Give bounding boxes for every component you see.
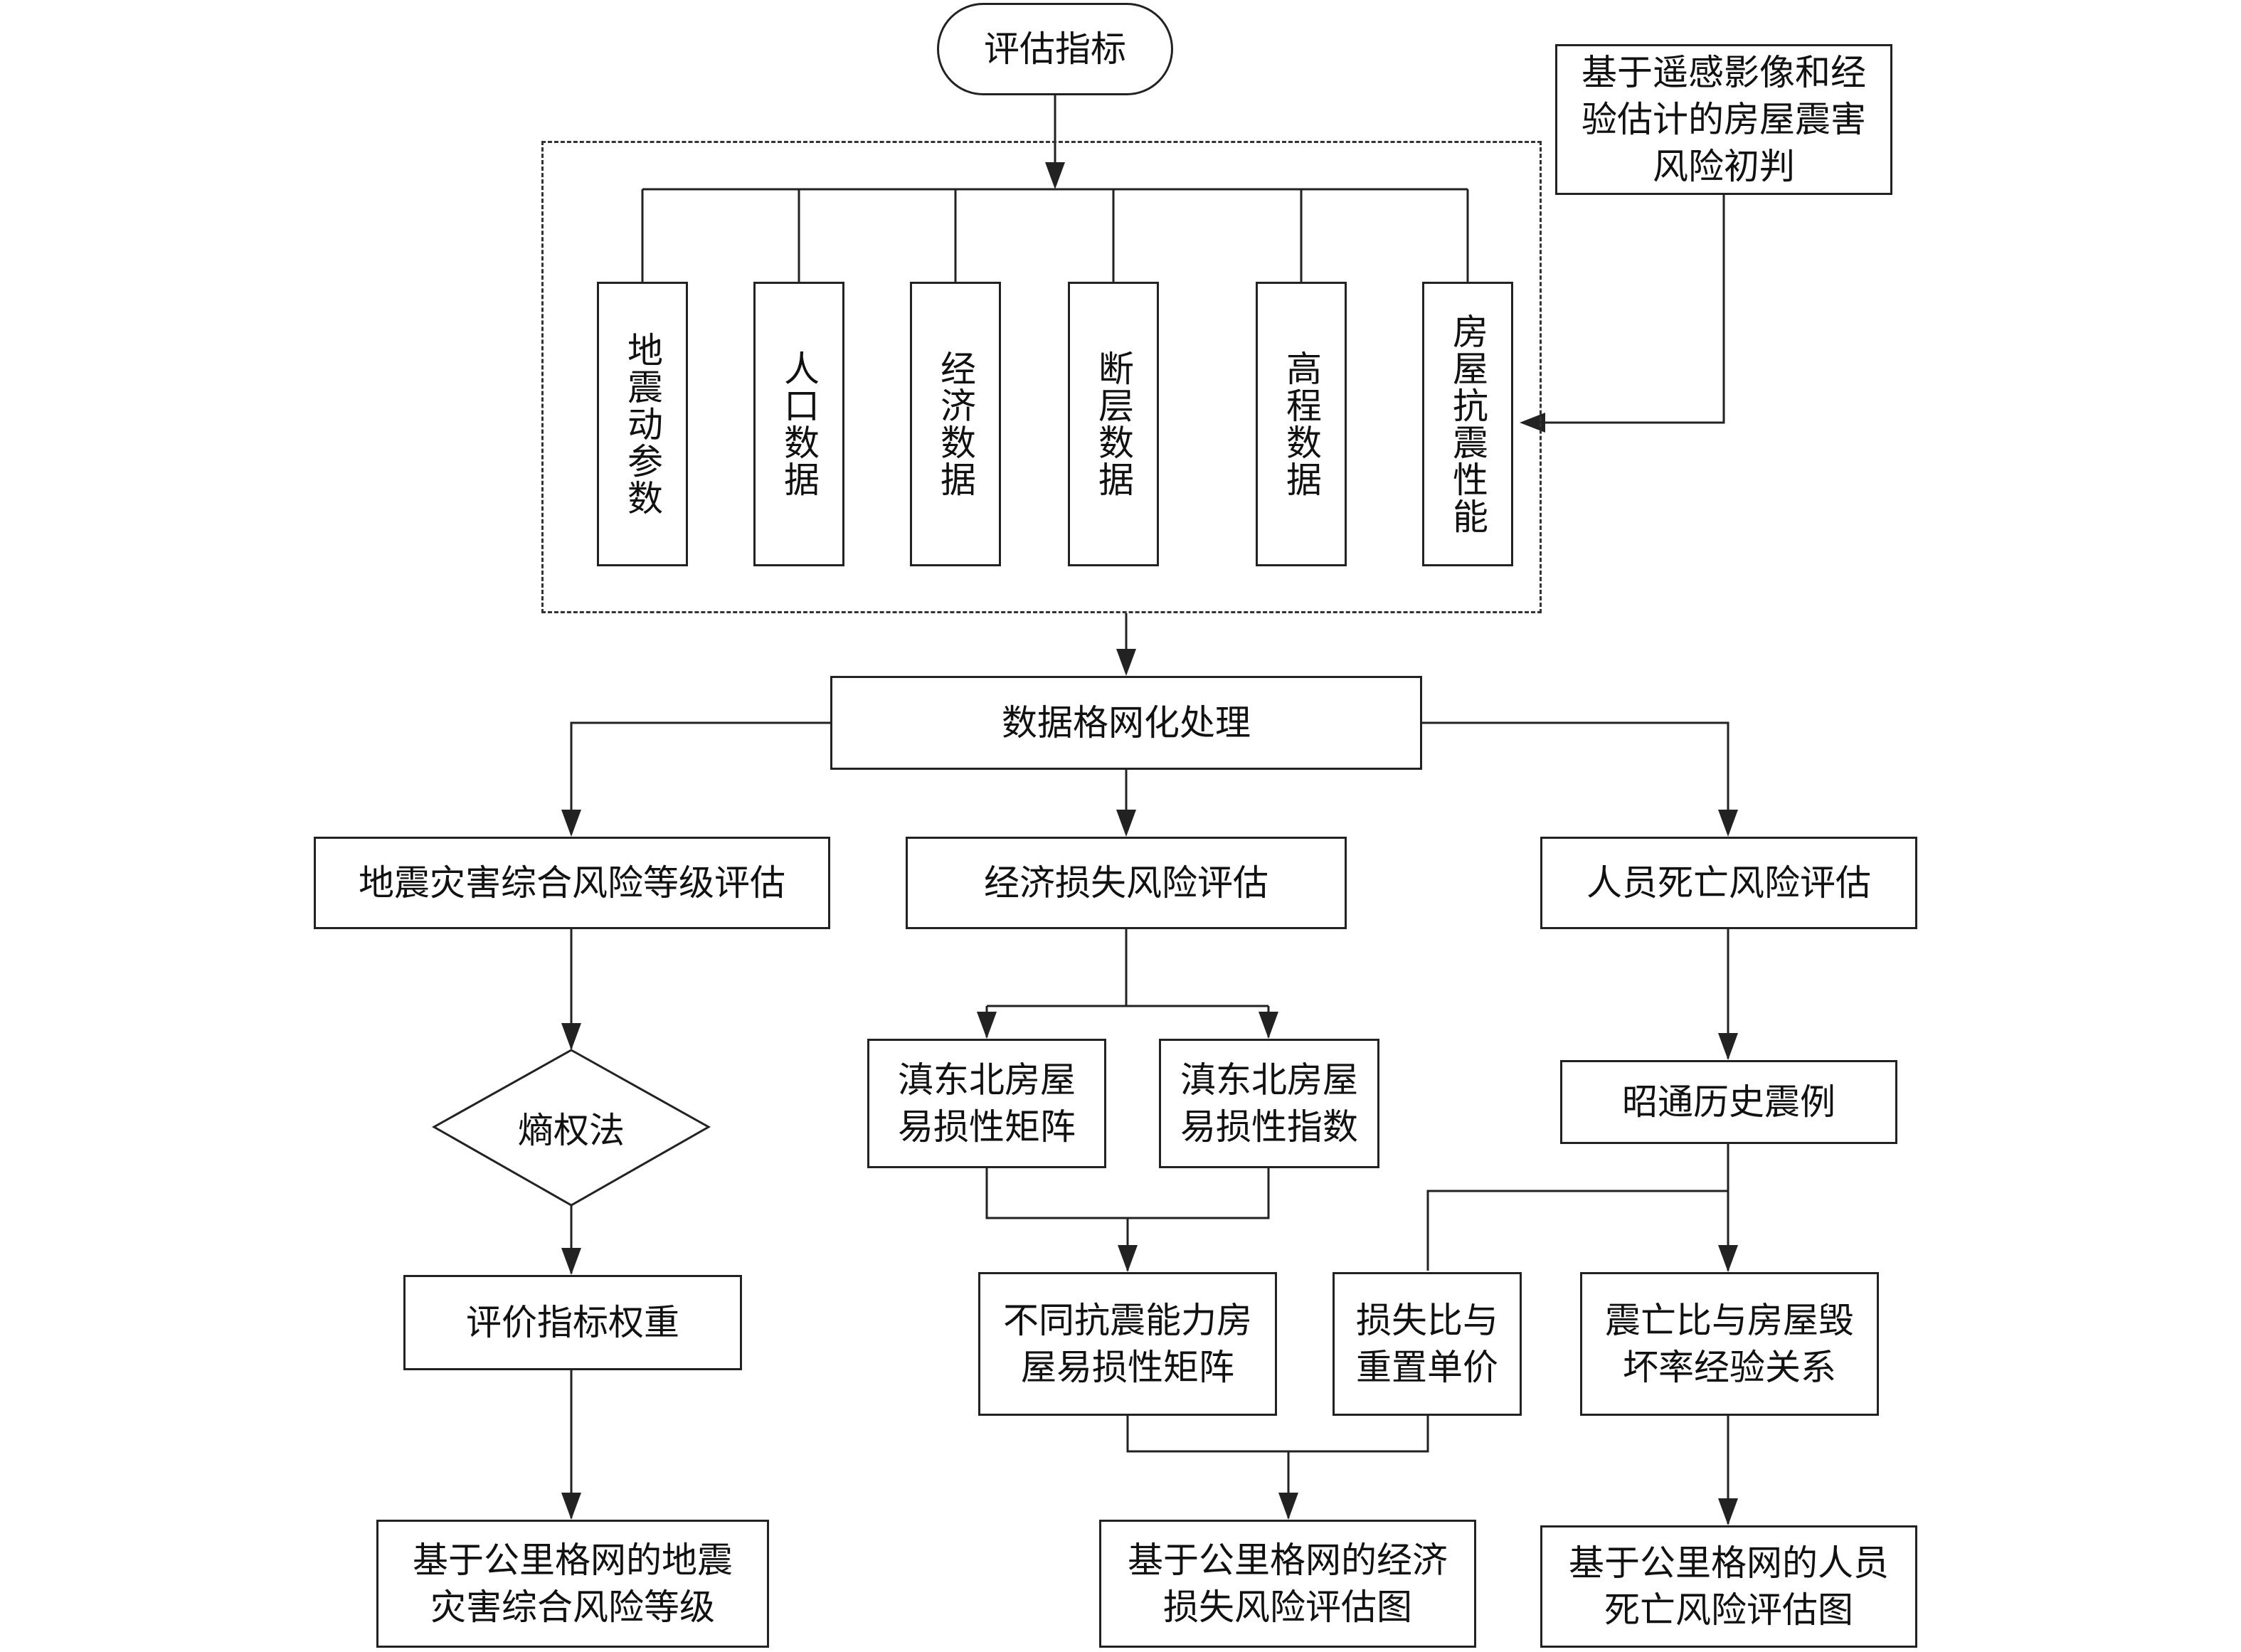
indicator-building-seismic-label: 房屋抗震性能	[1447, 313, 1488, 535]
casualty-result-box: 基于公里格网的人员 死亡风险评估图	[1540, 1525, 1917, 1648]
arrowhead	[1520, 413, 1545, 433]
indicator-elevation: 高程数据	[1256, 282, 1347, 566]
weights-label: 评价指标权重	[466, 1302, 679, 1343]
casualty-risk-box: 人员死亡风险评估	[1540, 837, 1917, 929]
capacity-matrix-box: 不同抗震能力房 屋易损性矩阵	[978, 1272, 1277, 1416]
arrowhead	[1118, 1245, 1138, 1272]
arrowhead	[561, 1023, 581, 1050]
arrowhead	[1259, 1012, 1278, 1039]
gridding-label: 数据格网化处理	[1002, 702, 1251, 743]
loss-ratio-box: 损失比与 重置单价	[1333, 1272, 1522, 1416]
vulnerability-index-label: 滇东北房屋 易损性指数	[1180, 1059, 1358, 1148]
economic-loss-label: 经济损失风险评估	[984, 862, 1268, 904]
capacity-matrix-label: 不同抗震能力房 屋易损性矩阵	[1003, 1300, 1252, 1388]
indicator-ground-motion-label: 地震动参数	[622, 332, 663, 517]
remote-sensing-label: 基于遥感影像和经 验估计的房屋震害 风险初判	[1582, 52, 1866, 187]
comprehensive-risk-label: 地震灾害综合风险等级评估	[359, 862, 785, 904]
arrowhead	[1116, 810, 1136, 837]
comprehensive-result-label: 基于公里格网的地震 灾害综合风险等级	[413, 1540, 733, 1628]
economic-result-label: 基于公里格网的经济 损失风险评估图	[1128, 1540, 1448, 1628]
arrowhead	[1718, 1498, 1738, 1525]
indicator-ground-motion: 地震动参数	[597, 282, 688, 566]
economic-result-box: 基于公里格网的经济 损失风险评估图	[1099, 1520, 1476, 1648]
arrowhead	[1278, 1493, 1298, 1520]
arrowhead	[1116, 649, 1136, 676]
indicator-group	[541, 141, 1542, 613]
casualty-result-label: 基于公里格网的人员 死亡风险评估图	[1569, 1542, 1889, 1631]
empirical-relation-label: 震亡比与房屋毁 坏率经验关系	[1605, 1300, 1854, 1388]
historical-cases-label: 昭通历史震例	[1622, 1081, 1835, 1123]
vulnerability-matrix-label: 滇东北房屋 易损性矩阵	[898, 1059, 1076, 1148]
loss-ratio-label: 损失比与 重置单价	[1356, 1300, 1498, 1388]
comprehensive-risk-box: 地震灾害综合风险等级评估	[314, 837, 830, 929]
historical-cases-box: 昭通历史震例	[1560, 1060, 1897, 1144]
edge-gridding-to-comprehensive	[570, 721, 830, 834]
indicator-population-label: 人口数据	[778, 350, 820, 498]
vulnerability-index-box: 滇东北房屋 易损性指数	[1159, 1039, 1379, 1168]
economic-loss-box: 经济损失风险评估	[906, 837, 1347, 929]
weights-box: 评价指标权重	[403, 1275, 742, 1370]
remote-sensing-box: 基于遥感影像和经 验估计的房屋震害 风险初判	[1555, 44, 1892, 195]
arrowhead	[1045, 162, 1065, 189]
edge-cases-to-loss-ratio	[1426, 1190, 1728, 1271]
indicator-fault-label: 断层数据	[1093, 350, 1134, 498]
start-node: 评估指标	[937, 3, 1173, 95]
indicator-population: 人口数据	[753, 282, 844, 566]
indicator-fault: 断层数据	[1068, 282, 1159, 566]
arrowhead	[977, 1012, 997, 1039]
casualty-risk-label: 人员死亡风险评估	[1586, 862, 1871, 904]
arrowhead	[1718, 810, 1738, 837]
entropy-diamond-shape	[431, 1049, 711, 1207]
edge-remote-to-building	[1522, 195, 1725, 424]
arrowhead	[561, 810, 581, 837]
arrowhead	[1718, 1033, 1738, 1060]
entropy-method-label: 熵权法	[518, 1110, 625, 1151]
indicator-economy-label: 经济数据	[935, 350, 976, 498]
indicator-building-seismic: 房屋抗震性能	[1422, 282, 1513, 566]
comprehensive-result-box: 基于公里格网的地震 灾害综合风险等级	[376, 1520, 769, 1648]
gridding-box: 数据格网化处理	[830, 676, 1422, 770]
start-label: 评估指标	[984, 28, 1126, 70]
edge-gridding-to-casualty	[1422, 721, 1729, 834]
vulnerability-matrix-box: 滇东北房屋 易损性矩阵	[867, 1039, 1106, 1168]
indicator-economy: 经济数据	[910, 282, 1001, 566]
empirical-relation-box: 震亡比与房屋毁 坏率经验关系	[1580, 1272, 1879, 1416]
indicator-elevation-label: 高程数据	[1281, 350, 1322, 498]
arrowhead	[561, 1248, 581, 1275]
arrowhead	[1718, 1245, 1738, 1272]
arrowhead	[561, 1493, 581, 1520]
